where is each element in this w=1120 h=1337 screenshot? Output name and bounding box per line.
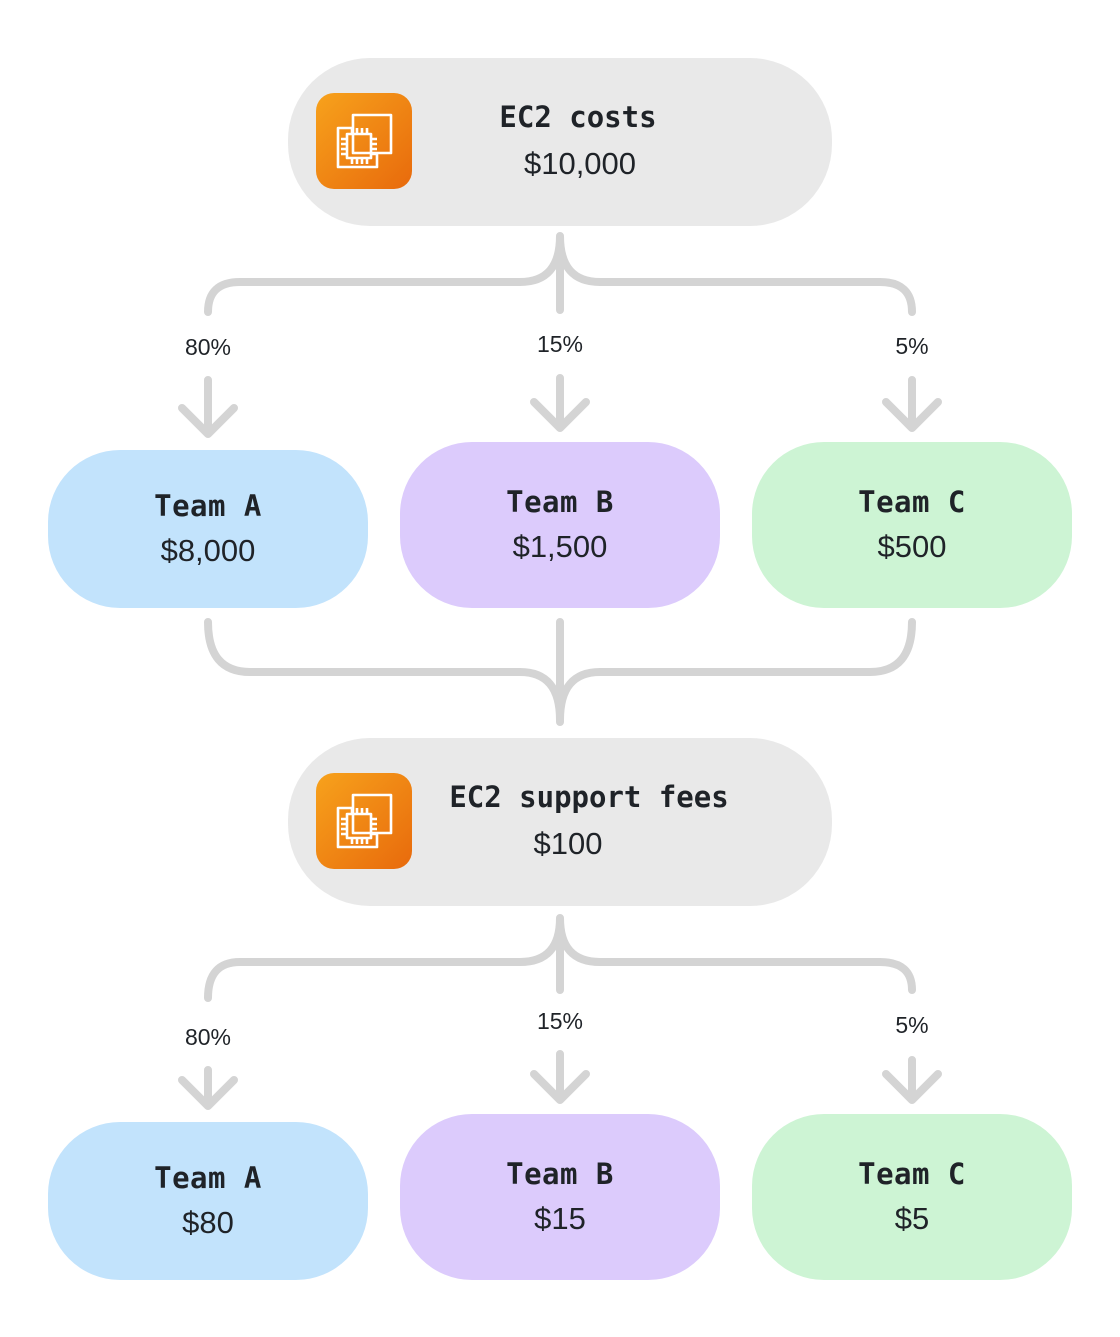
source-amount: $100 [533, 826, 603, 861]
team-amount: $80 [182, 1205, 234, 1240]
ec2-instance-icon [316, 93, 412, 189]
merge-brace [204, 618, 916, 726]
arrow-top-a [178, 376, 238, 438]
team-a-node: Team A $80 [48, 1122, 368, 1280]
bottom-split-brace [204, 914, 916, 1002]
team-a-node: Team A $8,000 [48, 450, 368, 608]
split-percent-team-c: 5% [895, 1012, 929, 1038]
team-amount: $8,000 [160, 533, 256, 568]
split-percent-team-b: 15% [536, 1008, 584, 1034]
split-percent-team-b: 15% [536, 331, 584, 357]
ec2-support-fees-node: EC2 support fees $100 [288, 738, 832, 906]
arrow-bottom-b [530, 1050, 590, 1104]
team-amount: $500 [877, 529, 947, 564]
arrow-top-b [530, 374, 590, 432]
team-title: Team B [506, 1157, 614, 1191]
team-b-node: Team B $1,500 [400, 442, 720, 608]
team-amount: $1,500 [512, 529, 608, 564]
team-amount: $15 [534, 1201, 586, 1236]
source-amount: $10,000 [523, 146, 637, 181]
arrow-top-c [882, 376, 942, 432]
team-c-node: Team C $500 [752, 442, 1072, 608]
ec2-instance-icon [316, 773, 412, 869]
team-b-node: Team B $15 [400, 1114, 720, 1280]
team-title: Team C [858, 485, 966, 519]
team-amount: $5 [894, 1201, 930, 1236]
arrow-bottom-a [178, 1066, 238, 1110]
arrow-bottom-c [882, 1056, 942, 1104]
team-title: Team A [154, 489, 262, 523]
source-title: EC2 support fees [449, 780, 729, 814]
split-percent-team-a: 80% [184, 1024, 232, 1050]
split-percent-team-c: 5% [895, 333, 929, 359]
team-title: Team A [154, 1161, 262, 1195]
source-title: EC2 costs [499, 100, 657, 134]
ec2-costs-node: EC2 costs $10,000 [288, 58, 832, 226]
team-title: Team B [506, 485, 614, 519]
top-split-brace [204, 232, 916, 316]
team-title: Team C [858, 1157, 966, 1191]
split-percent-team-a: 80% [184, 334, 232, 360]
team-c-node: Team C $5 [752, 1114, 1072, 1280]
